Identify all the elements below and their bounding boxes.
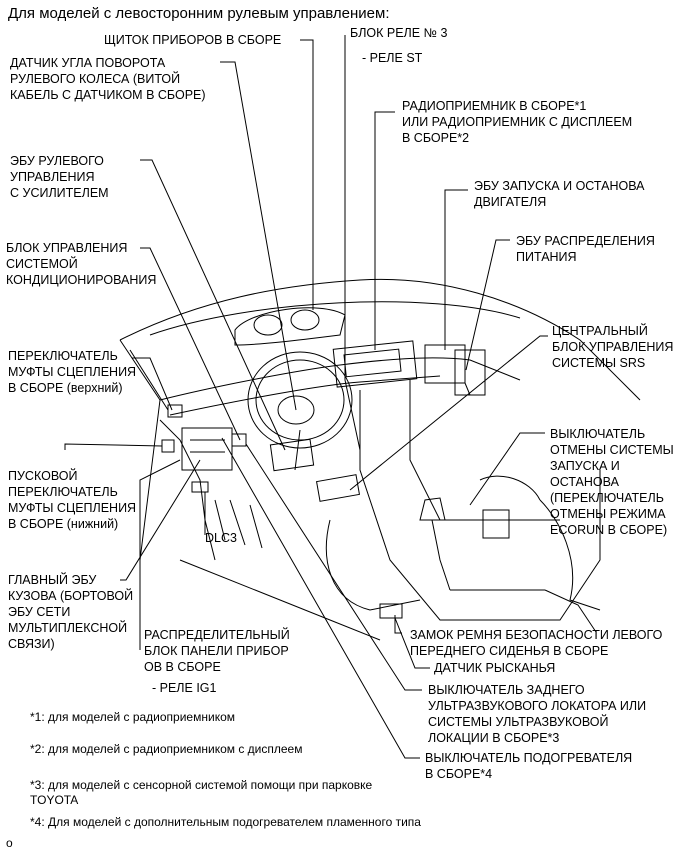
label-rear-sonar-switch: ВЫКЛЮЧАТЕЛЬ ЗАДНЕГО УЛЬТРАЗВУКОВОГО ЛОКА… (428, 683, 647, 745)
dlc3-shape (191, 481, 209, 493)
ip-junction-block-shape (181, 427, 233, 471)
floor-line (179, 559, 381, 641)
footnote-1: *1: для моделей с радиоприемником (30, 710, 235, 724)
instrument-cluster-hood (234, 307, 346, 346)
label-steering-angle-sensor: ДАТЧИК УГЛА ПОВОРОТА РУЛЕВОГО КОЛЕСА (ВИ… (10, 56, 206, 102)
clutch-switch-upper-shape (167, 404, 183, 418)
label-eps-ecu: ЭБУ РУЛЕВОГО УПРАВЛЕНИЯ С УСИЛИТЕЛЕМ (10, 154, 109, 200)
clutch-switch-lower-shape (161, 439, 175, 453)
label-clutch-switch-lower: ПУСКОВОЙ ПЕРЕКЛЮЧАТЕЛЬ МУФТЫ СЦЕПЛЕНИЯ В… (8, 469, 137, 531)
label-main-body-ecu: ГЛАВНЫЙ ЭБУ КУЗОВА (БОРТОВОЙ ЭБУ СЕТИ МУ… (8, 573, 134, 651)
label-relay-st: - РЕЛЕ ST (362, 51, 423, 65)
center-console (359, 390, 601, 621)
label-clutch-switch-upper: ПЕРЕКЛЮЧАТЕЛЬ МУФТЫ СЦЕПЛЕНИЯ В СБОРЕ (в… (8, 349, 137, 395)
label-start-stop-ecu: ЭБУ ЗАПУСКА И ОСТАНОВА ДВИГАТЕЛЯ (474, 179, 645, 209)
label-stop-start-cancel: ВЫКЛЮЧАТЕЛЬ ОТМЕНЫ СИСТЕМЫ ЗАПУСКА И ОСТ… (550, 427, 674, 537)
label-relay-ig1: - РЕЛЕ IG1 (152, 681, 217, 695)
a-pillar (119, 339, 161, 561)
label-power-dist-ecu: ЭБУ РАСПРЕДЕЛЕНИЯ ПИТАНИЯ (516, 234, 655, 264)
left-kick-panel (159, 419, 216, 561)
label-relay-block-3: БЛОК РЕЛЕ № 3 (350, 26, 448, 40)
power-dist-ecu-shape (454, 349, 486, 396)
radio-shape (332, 340, 418, 388)
steering-hub (277, 395, 315, 425)
label-heater-switch: ВЫКЛЮЧАТЕЛЬ ПОДОГРЕВАТЕЛЯ В СБОРЕ*4 (425, 751, 633, 781)
corner-mark: o (6, 836, 13, 850)
eps-ecu-shape (269, 438, 315, 472)
pedals (214, 499, 263, 549)
dashboard-top (159, 357, 521, 401)
label-ac-control: БЛОК УПРАВЛЕНИЯ СИСТЕМОЙ КОНДИЦИОНИРОВАН… (6, 241, 157, 287)
label-instrument-cluster: ЩИТОК ПРИБОРОВ В СБОРЕ (104, 33, 282, 47)
srs-center-shape (315, 474, 361, 502)
steering-wheel (247, 351, 353, 449)
label-seatbelt-buckle: ЗАМОК РЕМНЯ БЕЗОПАСНОСТИ ЛЕВОГО ПЕРЕДНЕГ… (410, 628, 663, 658)
label-radio: РАДИОПРИЕМНИК В СБОРЕ*1 ИЛИ РАДИОПРИЕМНИ… (402, 99, 633, 145)
footnote-2: *2: для моделей с радиоприемником с дисп… (30, 742, 303, 756)
passenger-seat (539, 499, 601, 611)
page-heading: Для моделей с левосторонним рулевым упра… (8, 5, 390, 22)
shift-lever (419, 497, 446, 521)
yaw-sensor-shape (379, 603, 403, 619)
label-srs-center: ЦЕНТРАЛЬНЫЙ БЛОК УПРАВЛЕНИЯ СИСТЕМЫ SRS (552, 324, 674, 370)
label-ip-junction-block: РАСПРЕДЕЛИТЕЛЬНЫЙ БЛОК ПАНЕЛИ ПРИБОР ОВ … (144, 628, 290, 674)
start-stop-ecu-shape (424, 344, 466, 384)
windshield-outline (119, 278, 641, 401)
driver-seat (325, 519, 421, 611)
footnote-4: *4: Для моделей с дополнительным подогре… (30, 815, 421, 829)
roof-line (149, 301, 521, 336)
footnote-3: *3: для моделей с сенсорной системой пом… (30, 778, 373, 807)
label-yaw-sensor: ДАТЧИК РЫСКАНЬЯ (434, 661, 556, 675)
label-dlc3: DLC3 (205, 531, 237, 545)
